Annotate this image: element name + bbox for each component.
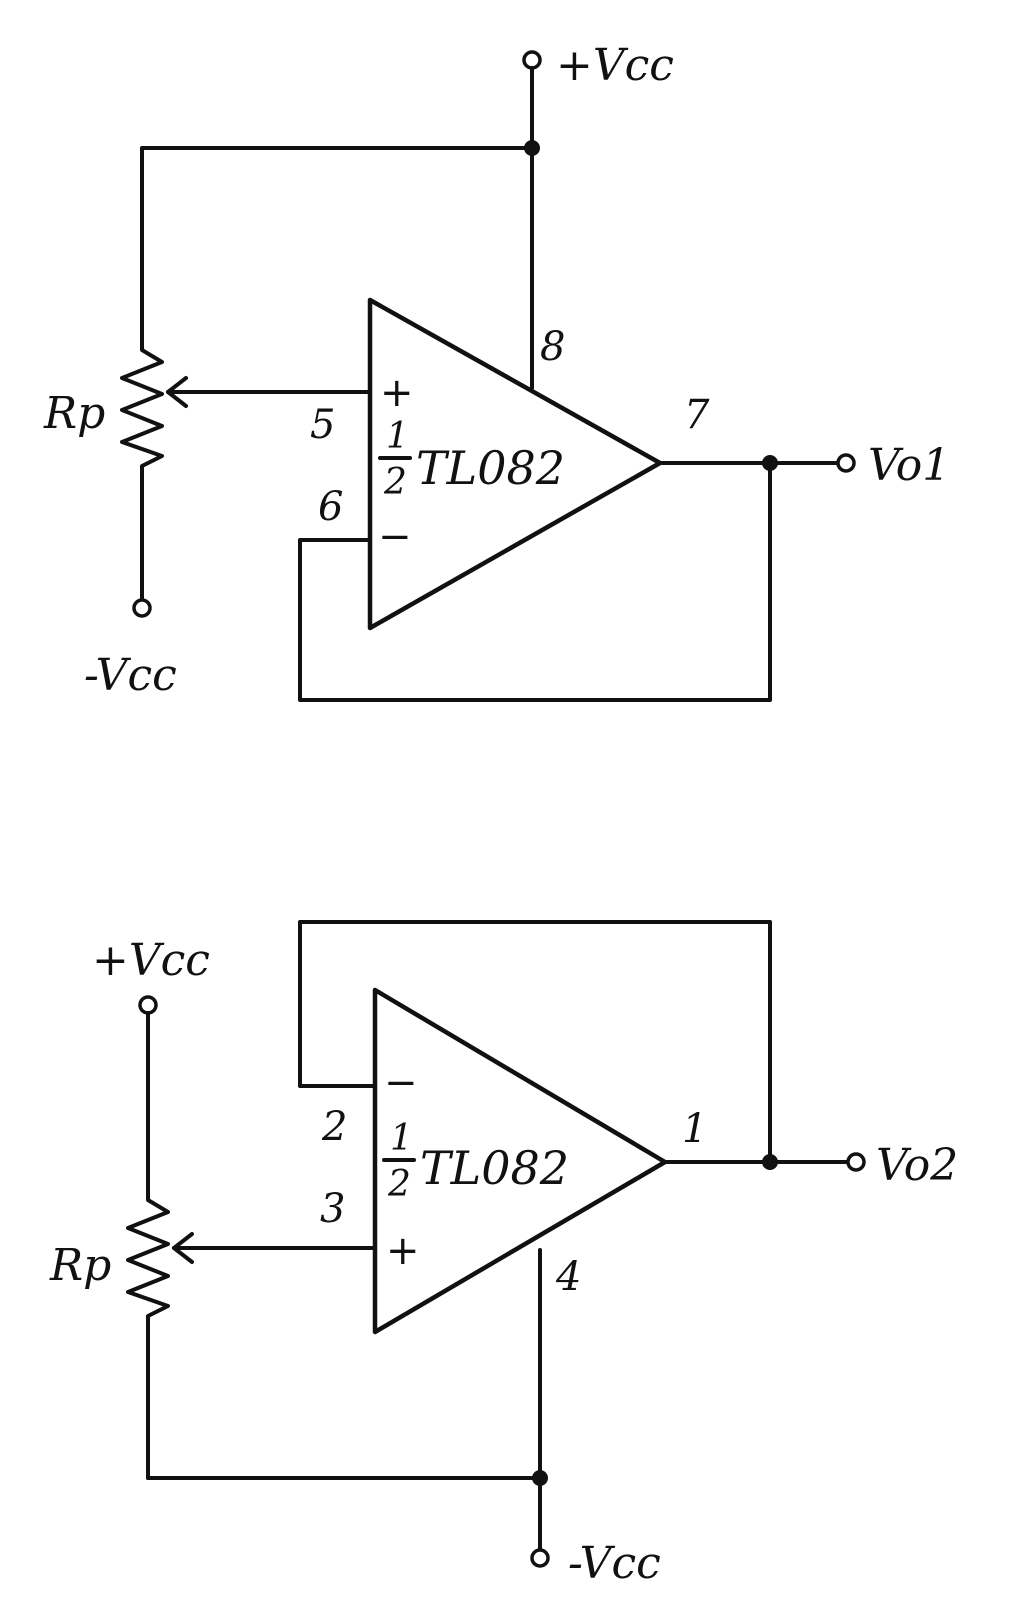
- pin-plus-input-label-2: 3: [320, 1186, 345, 1232]
- supply-top-label-2: +Vcc: [92, 935, 210, 986]
- vcc-plus-terminal-2: [138, 995, 158, 1015]
- feedback-wire-2: [298, 920, 772, 1164]
- output-terminal-1: [836, 453, 856, 473]
- pin-output-label-1: 7: [684, 392, 710, 438]
- part-fraction-denominator-1: 2: [383, 462, 407, 503]
- minus-sign-1: −: [378, 514, 412, 560]
- potentiometer-1: [120, 328, 164, 602]
- wiper-arrowhead-2: [172, 1232, 194, 1264]
- top-rail-wire-1: [140, 146, 534, 332]
- part-fraction-numerator-1: 1: [386, 416, 409, 457]
- junction-dot-output-1: [762, 455, 778, 471]
- opamp-triangle-1: [367, 297, 663, 631]
- pin-supply-label-2: 4: [555, 1254, 581, 1300]
- pin-plus-input-label-1: 5: [310, 402, 335, 448]
- junction-dot-output-2: [762, 1154, 778, 1170]
- potentiometer-2: [126, 1011, 170, 1480]
- part-fraction-numerator-2: 1: [390, 1118, 413, 1159]
- opamp-triangle-2: [372, 987, 668, 1335]
- circuit-1: +Vcc -Vcc Rp 5 6 7 8 + − 1 2 TL082 Vo1: [43, 40, 950, 702]
- output-label-1: Vo1: [868, 440, 950, 491]
- part-label-1: TL082: [416, 441, 565, 495]
- supply-bottom-label-1: -Vcc: [84, 650, 177, 701]
- pot-label-1: Rp: [43, 388, 105, 439]
- vcc-minus-terminal-2: [530, 1548, 550, 1568]
- supply-bottom-label-2: -Vcc: [568, 1538, 661, 1589]
- circuit-2: +Vcc -Vcc Rp 2 3 1 4 − + 1 2 TL082 Vo2: [49, 920, 958, 1589]
- pin-supply-label-1: 8: [540, 324, 565, 370]
- supply-top-label-1: +Vcc: [556, 40, 674, 91]
- part-fraction-denominator-2: 2: [387, 1164, 411, 1205]
- plus-sign-1: +: [380, 370, 414, 416]
- pin-output-label-2: 1: [682, 1106, 707, 1152]
- wiper-arrowhead-1: [166, 376, 188, 408]
- output-label-2: Vo2: [876, 1140, 958, 1191]
- pin-minus-input-label-2: 2: [321, 1104, 347, 1150]
- vcc-plus-terminal-1: [522, 50, 542, 70]
- plus-sign-2: +: [386, 1228, 420, 1274]
- minus-sign-2: −: [384, 1060, 418, 1106]
- output-terminal-2: [846, 1152, 866, 1172]
- pin-minus-input-label-1: 6: [318, 484, 343, 530]
- junction-dot-vcc-1: [524, 140, 540, 156]
- pot-label-2: Rp: [49, 1240, 111, 1291]
- part-label-2: TL082: [420, 1141, 569, 1195]
- junction-dot-vcc-2: [532, 1470, 548, 1486]
- vcc-minus-terminal-1: [132, 598, 152, 618]
- feedback-wire-1: [298, 461, 772, 702]
